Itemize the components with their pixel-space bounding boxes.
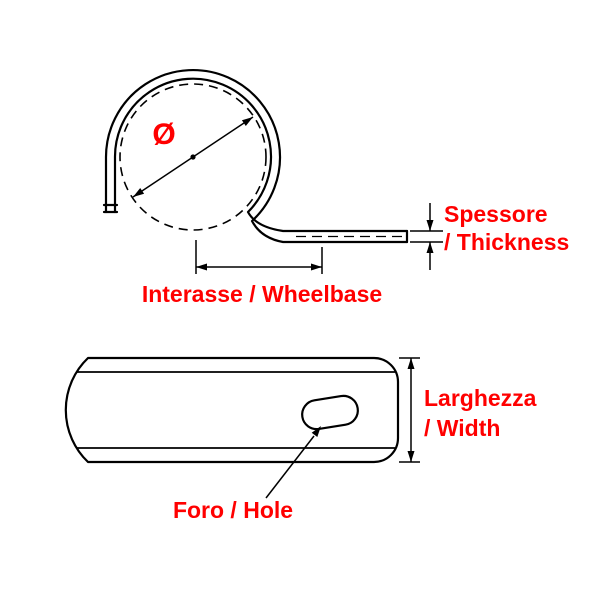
slot-hole [301,394,359,431]
width-dimension-lines [399,357,420,463]
wheelbase-arrowhead-left [196,263,207,271]
hole-leader-arrowhead [311,426,321,437]
pipe-circle [119,83,267,231]
wheelbase-arrowhead-right [311,263,322,271]
width-arrowhead-top [407,358,415,369]
thickness-label-line1: Spessore [444,201,548,227]
thickness-label-line2: / Thickness [444,229,569,255]
width-label-line1: Larghezza [424,385,537,411]
diameter-arrow-line [132,116,254,198]
clip-top-view: Larghezza / Width Foro / Hole [64,356,537,523]
diameter-arrowhead-upper [241,117,253,126]
strip-bend-edge-lines [77,371,395,449]
thickness-arrowhead-bottom [426,242,434,253]
clip-side-view: Ø Spessore / Thickness Interasse / Wheel… [102,68,569,307]
hole-leader-line [265,435,315,499]
thickness-arrowhead-top [426,220,434,231]
clip-band-inner-edge [113,77,409,233]
thickness-dimension-lines [410,203,443,270]
strip-outline [64,356,400,464]
wheelbase-label: Interasse / Wheelbase [142,281,382,307]
hole-label: Foro / Hole [173,497,293,523]
diameter-arrowhead-lower [133,188,145,197]
width-label-line2: / Width [424,415,500,441]
width-arrowhead-bottom [407,451,415,462]
diameter-label: Ø [152,118,175,151]
wheelbase-dimension-lines [195,240,323,274]
clip-band-outer-edge [104,68,409,244]
band-end-caps [102,203,409,244]
